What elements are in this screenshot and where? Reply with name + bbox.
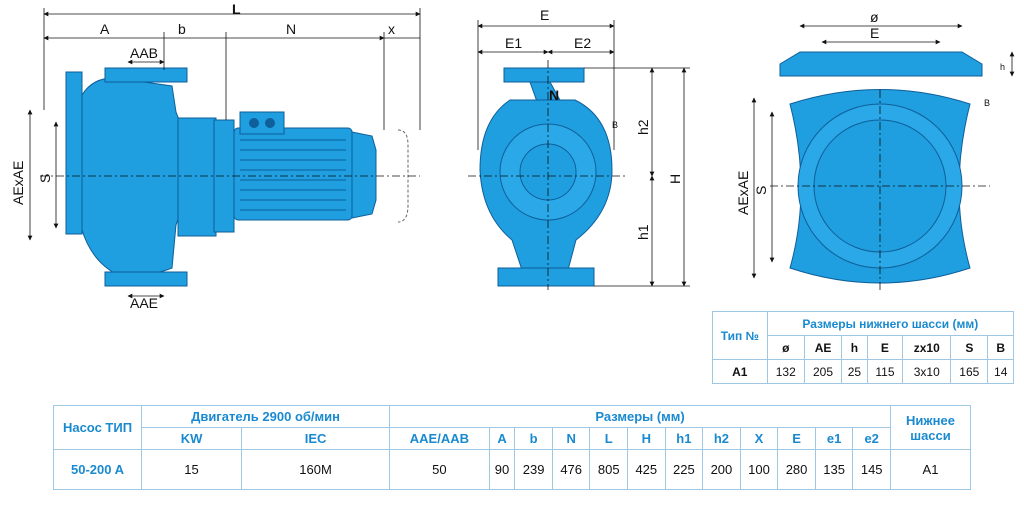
chassis-cell: 132 bbox=[766, 359, 805, 384]
dim-phi: ø bbox=[870, 9, 879, 25]
dim-B-chassis: B bbox=[984, 98, 990, 108]
col-dim: e1 bbox=[814, 427, 854, 450]
dim-cell: 225 bbox=[664, 449, 704, 490]
col-dim: H bbox=[627, 427, 666, 450]
dim-cell: 476 bbox=[551, 449, 591, 490]
dim-cell: 100 bbox=[739, 449, 779, 490]
chassis-cell: 165 bbox=[950, 359, 989, 384]
dim-L: L bbox=[232, 1, 241, 17]
pump-type-header: Насос ТИП bbox=[53, 405, 142, 450]
dim-x: x bbox=[388, 21, 395, 37]
kw-cell: 15 bbox=[140, 449, 243, 490]
dim-b: b bbox=[178, 21, 186, 37]
col-dim: E bbox=[777, 427, 816, 450]
pump-type-cell: 50-200 A bbox=[53, 449, 142, 490]
chassis-dimensions bbox=[751, 23, 1015, 279]
col-dim: A bbox=[488, 427, 516, 450]
col-dim: h1 bbox=[664, 427, 704, 450]
col-dim: h2 bbox=[702, 427, 741, 450]
chassis-cell: 25 bbox=[841, 359, 868, 384]
dim-S-chassis: S bbox=[753, 186, 769, 195]
chassis-top-view bbox=[770, 51, 990, 290]
dim-cell: 239 bbox=[514, 449, 553, 490]
dim-A: A bbox=[100, 21, 110, 37]
dim-h1: h1 bbox=[635, 224, 651, 240]
dim-S-side: S bbox=[37, 174, 53, 183]
dim-N-front: N bbox=[549, 87, 559, 103]
col-dim: b bbox=[514, 427, 553, 450]
chassis-cell: 115 bbox=[866, 359, 904, 384]
col-dim: e2 bbox=[852, 427, 891, 450]
dim-h-chassis: h bbox=[1000, 62, 1005, 72]
dim-E-front: E bbox=[540, 7, 549, 23]
dim-cell: 135 bbox=[814, 449, 854, 490]
pump-dimensions-table: Насос ТИП Двигатель 2900 об/мин Размеры … bbox=[53, 405, 971, 490]
dim-H: H bbox=[667, 174, 683, 184]
chassis-col: ø bbox=[766, 335, 805, 360]
col-dim: N bbox=[551, 427, 591, 450]
dim-AExAE-side: AExAE bbox=[10, 161, 26, 205]
dim-cell: 280 bbox=[777, 449, 816, 490]
motor-header: Двигатель 2900 об/мин bbox=[140, 405, 391, 428]
chassis-col: AE bbox=[803, 335, 843, 360]
chassis-cell: 205 bbox=[803, 359, 843, 384]
chassis-col: h bbox=[841, 335, 868, 360]
dim-AAB: AAB bbox=[130, 45, 158, 61]
chassis-col: B bbox=[987, 335, 1014, 360]
col-dim: X bbox=[739, 427, 779, 450]
dim-B-front: B bbox=[612, 120, 618, 130]
col-kw: KW bbox=[140, 427, 243, 450]
col-iec: IEC bbox=[241, 427, 391, 450]
col-dim: L bbox=[589, 427, 629, 450]
col-dim: AAE/AAB bbox=[389, 427, 490, 450]
chassis-type-cell: A1 bbox=[712, 359, 768, 384]
dim-h2: h2 bbox=[635, 119, 651, 135]
dim-AAE: AAE bbox=[130, 295, 158, 311]
iec-cell: 160M bbox=[241, 449, 391, 490]
dim-N: N bbox=[286, 21, 296, 37]
dim-E-chassis: E bbox=[870, 25, 879, 41]
front-dimensions bbox=[477, 20, 690, 287]
dim-cell: 90 bbox=[488, 449, 516, 490]
chassis-type-header: Тип № bbox=[712, 311, 768, 360]
chassis-col: zx10 bbox=[902, 335, 952, 360]
dim-cell: 425 bbox=[627, 449, 666, 490]
dim-cell: 200 bbox=[702, 449, 741, 490]
dims-header: Размеры (мм) bbox=[389, 405, 891, 428]
chassis-dimensions-table: Тип № Размеры нижнего шасси (мм) ø AE h … bbox=[712, 311, 1015, 384]
side-dimensions bbox=[27, 8, 421, 299]
dim-cell: 50 bbox=[389, 449, 490, 490]
chassis-cell: 14 bbox=[987, 359, 1014, 384]
chassis-cell: 3x10 bbox=[902, 359, 952, 384]
chassis-header: Нижнее шасси bbox=[890, 405, 971, 450]
dim-E1: E1 bbox=[505, 35, 522, 51]
chassis-cell: A1 bbox=[890, 449, 971, 490]
pump-front-view bbox=[468, 60, 628, 290]
dim-cell: 145 bbox=[852, 449, 891, 490]
chassis-col: E bbox=[866, 335, 904, 360]
chassis-col: S bbox=[950, 335, 989, 360]
chassis-title: Размеры нижнего шасси (мм) bbox=[766, 311, 1015, 336]
dim-cell: 805 bbox=[589, 449, 629, 490]
dim-AExAE-chassis: AExAE bbox=[735, 171, 751, 215]
pump-side-view bbox=[40, 67, 420, 287]
dim-E2: E2 bbox=[574, 35, 591, 51]
